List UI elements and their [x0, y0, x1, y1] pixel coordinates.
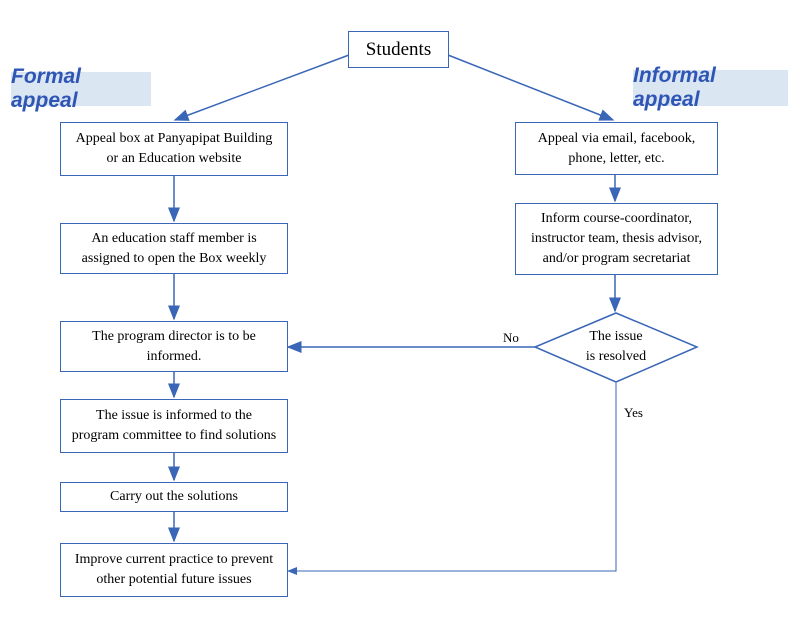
decision-label: The issue is resolved — [585, 329, 647, 364]
arrow-students-to-formal — [173, 54, 350, 121]
arrow-decision-yes — [287, 383, 617, 575]
decision-diamond — [533, 312, 699, 383]
informal-appeal-label: Informal appeal — [633, 64, 788, 111]
students-node: Students — [348, 31, 449, 68]
improve-practice-node: Improve current practice to prevent othe… — [60, 543, 288, 597]
program-committee-node: The issue is informed to the program com… — [60, 399, 288, 453]
formal-appeal-label: Formal appeal — [11, 65, 151, 112]
yes-label: Yes — [624, 405, 643, 420]
arrow-students-to-informal — [447, 54, 615, 121]
no-label: No — [503, 330, 519, 345]
appeal-box-node: Appeal box at Panyapipat Building or an … — [60, 122, 288, 176]
program-director-node: The program director is to be informed. — [60, 321, 288, 372]
appeal-email-node: Appeal via email, facebook, phone, lette… — [515, 122, 718, 175]
staff-member-node: An education staff member is assigned to… — [60, 223, 288, 274]
inform-coordinator-node: Inform course-coordinator, instructor te… — [515, 203, 718, 275]
carry-out-node: Carry out the solutions — [60, 482, 288, 512]
